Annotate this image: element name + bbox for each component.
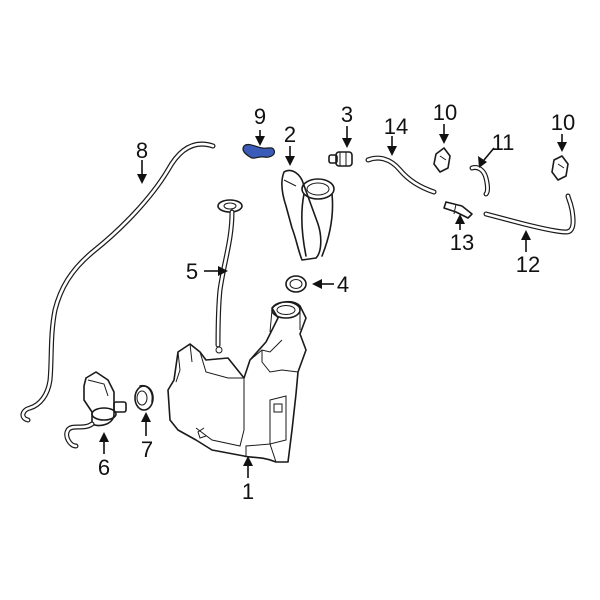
reservoir-tank-part-1[interactable]	[167, 300, 307, 463]
level-gauge-part-5[interactable]	[215, 199, 243, 354]
washer-hose-part-8[interactable]	[20, 141, 216, 423]
hose-clip-part-9[interactable]	[242, 143, 275, 159]
washer-nozzle-part-10-right[interactable]	[551, 155, 569, 181]
callout-10-right: 10	[551, 110, 575, 135]
washer-pump-part-6[interactable]	[64, 371, 127, 449]
callout-13: 13	[450, 230, 474, 255]
callout-12: 12	[516, 252, 540, 277]
hose-connector-part-13[interactable]	[443, 201, 473, 219]
callout-numbers: 8 9 2 3 14 10 11 10 13 12 5 4 6 7 1	[98, 100, 575, 504]
callout-2: 2	[284, 122, 296, 147]
washer-hose-part-12[interactable]	[483, 193, 576, 235]
callout-10-left: 10	[433, 100, 457, 125]
callout-14: 14	[384, 114, 408, 139]
callout-3: 3	[341, 102, 353, 127]
washer-nozzle-part-10-left[interactable]	[433, 147, 451, 173]
washer-hose-part-14[interactable]	[365, 155, 437, 195]
callout-6: 6	[98, 455, 110, 480]
filler-neck-part-2[interactable]	[281, 169, 335, 261]
grommet-part-7[interactable]	[134, 384, 154, 411]
washer-hose-part-11[interactable]	[469, 165, 490, 197]
fitting-part-3[interactable]	[328, 151, 353, 167]
o-ring-part-4[interactable]	[285, 275, 307, 293]
callout-9: 9	[254, 104, 266, 129]
callout-4: 4	[337, 272, 349, 297]
leader-lines	[99, 124, 567, 478]
callout-5: 5	[186, 259, 198, 284]
callout-8: 8	[136, 138, 148, 163]
callout-11: 11	[492, 130, 515, 155]
callout-1: 1	[242, 479, 254, 504]
callout-7: 7	[141, 437, 153, 462]
